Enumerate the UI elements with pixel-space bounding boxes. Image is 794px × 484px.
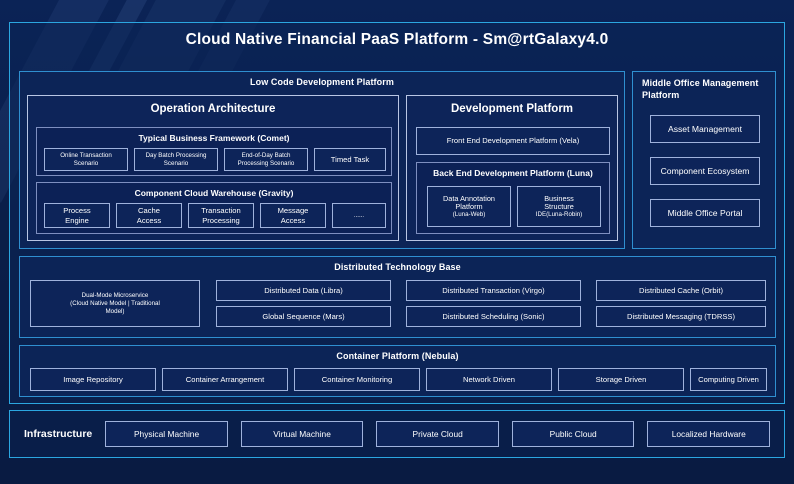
container-platform-header: Container Platform (Nebula) — [336, 351, 459, 361]
group-component-cloud-warehouse: Component Cloud Warehouse (Gravity) Proc… — [36, 182, 392, 234]
chip-private-cloud[interactable]: Private Cloud — [376, 421, 499, 447]
operation-architecture-header: Operation Architecture — [150, 103, 276, 115]
chip-front-end-development-platform[interactable]: Front End Development Platform (Vela) — [416, 127, 610, 155]
chip-computing-driven[interactable]: Computing Driven — [690, 368, 767, 391]
group-typical-business-framework: Typical Business Framework (Comet) Onlin… — [36, 127, 392, 176]
chip-distributed-messaging[interactable]: Distributed Messaging (TDRSS) — [596, 306, 766, 327]
chip-localized-hardware[interactable]: Localized Hardware — [647, 421, 770, 447]
development-platform-header: Development Platform — [450, 103, 574, 115]
chip-distributed-scheduling[interactable]: Distributed Scheduling (Sonic) — [406, 306, 581, 327]
infrastructure-row: Physical Machine Virtual Machine Private… — [92, 421, 784, 447]
typical-business-framework-header: Typical Business Framework (Comet) — [138, 133, 290, 143]
chip-network-driven[interactable]: Network Driven — [426, 368, 552, 391]
chip-storage-driven[interactable]: Storage Driven — [558, 368, 684, 391]
low-code-header: Low Code Development Platform — [250, 77, 394, 87]
chip-distributed-data[interactable]: Distributed Data (Libra) — [216, 280, 391, 301]
chip-middle-office-portal[interactable]: Middle Office Portal — [650, 199, 760, 227]
chip-distributed-transaction[interactable]: Distributed Transaction (Virgo) — [406, 280, 581, 301]
chip-public-cloud[interactable]: Public Cloud — [511, 421, 635, 447]
chip-virtual-machine[interactable]: Virtual Machine — [240, 421, 364, 447]
chip-distributed-cache[interactable]: Distributed Cache (Orbit) — [596, 280, 766, 301]
panel-middle-office-management-platform: Middle Office Management Platform Asset … — [632, 71, 776, 249]
panel-low-code-development-platform: Low Code Development Platform Operation … — [19, 71, 625, 249]
diagram-title-bar: Cloud Native Financial PaaS Platform - S… — [10, 23, 784, 57]
chip-global-sequence[interactable]: Global Sequence (Mars) — [216, 306, 391, 327]
group-back-end-development-platform: Back End Development Platform (Luna) Dat… — [416, 162, 610, 234]
chip-image-repository[interactable]: Image Repository — [30, 368, 156, 391]
subpanel-operation-architecture: Operation Architecture Typical Business … — [27, 95, 399, 241]
chip-container-monitoring[interactable]: Container Monitoring — [294, 368, 420, 391]
middle-office-header-line1: Middle Office Management — [642, 78, 759, 88]
chip-asset-management[interactable]: Asset Management — [650, 115, 760, 143]
chip-more-ellipsis[interactable]: ...... — [332, 203, 386, 228]
chip-container-arrangement[interactable]: Container Arrangement — [162, 368, 288, 391]
chip-component-ecosystem[interactable]: Component Ecosystem — [650, 157, 760, 185]
middle-office-header-line2: Platform — [642, 90, 680, 100]
component-cloud-warehouse-header: Component Cloud Warehouse (Gravity) — [134, 188, 294, 198]
main-frame: Cloud Native Financial PaaS Platform - S… — [9, 22, 785, 404]
infrastructure-label: Infrastructure — [24, 428, 93, 440]
panel-container-platform: Container Platform (Nebula) Image Reposi… — [19, 345, 776, 397]
panel-distributed-technology-base: Distributed Technology Base Dual-Mode Mi… — [19, 256, 776, 338]
chip-timed-task[interactable]: Timed Task — [314, 148, 386, 171]
page-title: Cloud Native Financial PaaS Platform - S… — [185, 31, 609, 48]
back-end-development-platform-header: Back End Development Platform (Luna) — [433, 168, 593, 178]
distributed-technology-base-header: Distributed Technology Base — [334, 262, 461, 272]
panel-infrastructure: Infrastructure Physical Machine Virtual … — [9, 410, 785, 458]
subpanel-development-platform: Development Platform Front End Developme… — [406, 95, 618, 241]
chip-dual-mode-microservice[interactable]: Dual-Mode Microservice(Cloud Native Mode… — [30, 280, 200, 327]
chip-physical-machine[interactable]: Physical Machine — [105, 421, 228, 447]
